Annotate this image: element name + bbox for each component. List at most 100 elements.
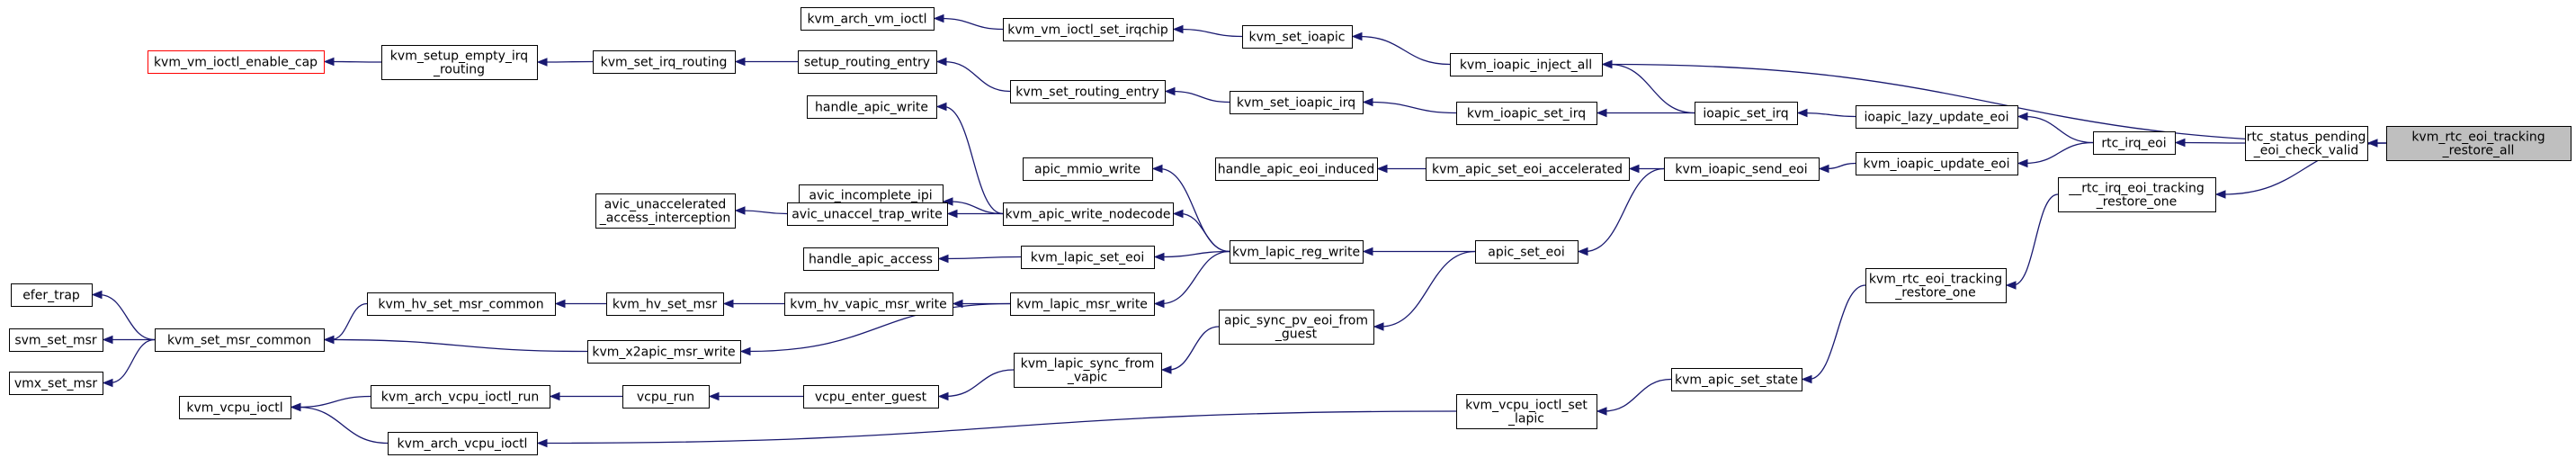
node-box bbox=[803, 247, 939, 271]
node-kvm-arch-vm-ioctl[interactable]: kvm_arch_vm_ioctl bbox=[801, 7, 935, 31]
node-label: ioapic_set_irq bbox=[1703, 107, 1788, 121]
arrowhead-icon bbox=[1164, 86, 1176, 96]
node-kvm-hv-vapic-msr-write[interactable]: kvm_hv_vapic_msr_write bbox=[784, 292, 953, 316]
node-kvm-apic-set-state[interactable]: kvm_apic_set_state bbox=[1671, 368, 1802, 391]
node-label: kvm_hv_set_msr bbox=[613, 298, 718, 312]
node-box bbox=[1426, 157, 1630, 181]
arrowhead-icon bbox=[1172, 209, 1184, 219]
node-label: kvm_ioapic_update_eoi bbox=[1864, 157, 2010, 172]
node-kvm-set-msr-common[interactable]: kvm_set_msr_common bbox=[155, 328, 325, 352]
edge-line bbox=[1171, 90, 1230, 103]
edge-line bbox=[1369, 101, 1457, 114]
node-apic-mmio-write[interactable]: apic_mmio_write bbox=[1023, 157, 1153, 181]
node-label: handle_apic_write bbox=[815, 101, 928, 115]
node-rtc-irq-eoi-tracking[interactable]: __rtc_irq_eoi_tracking_restore_one bbox=[2058, 177, 2216, 212]
node-kvm-ioapic-inject-all[interactable]: kvm_ioapic_inject_all bbox=[1450, 53, 1603, 76]
node-label: __rtc_irq_eoi_tracking bbox=[2068, 182, 2205, 196]
edge-line bbox=[944, 256, 1022, 260]
node-kvm-arch-vcpu-ioctl[interactable]: kvm_arch_vcpu_ioctl bbox=[388, 432, 538, 455]
node-kvm-setup-empty-irq-routing[interactable]: kvm_setup_empty_irq_routing bbox=[381, 45, 538, 80]
edge-line bbox=[1584, 167, 1665, 253]
edge-line bbox=[297, 406, 389, 445]
node-ioapic-lazy-update-eoi[interactable]: ioapic_lazy_update_eoi bbox=[1856, 105, 2018, 129]
arrowhead-icon bbox=[290, 402, 301, 412]
arrowhead-icon bbox=[323, 57, 335, 67]
node-box bbox=[1856, 105, 2018, 129]
node-box bbox=[155, 328, 325, 352]
arrowhead-icon bbox=[2214, 190, 2226, 199]
node-apic-set-eoi[interactable]: apic_set_eoi bbox=[1475, 240, 1579, 264]
node-kvm-vcpu-ioctl-set-lapic[interactable]: kvm_vcpu_ioctl_set_lapic bbox=[1456, 394, 1597, 429]
arrowhead-icon bbox=[1160, 365, 1172, 374]
node-avic-unaccel-trap-write[interactable]: avic_unaccel_trap_write bbox=[787, 202, 948, 226]
node-kvm-ioapic-send-eoi[interactable]: kvm_ioapic_send_eoi bbox=[1664, 157, 1820, 181]
node-box bbox=[798, 50, 937, 74]
edge-kvm-vm-ioctl-set-irqchip-to-kvm-set-ioapic bbox=[1172, 24, 1243, 38]
node-label: kvm_rtc_eoi_tracking bbox=[1869, 273, 2002, 287]
node-vmx-set-msr[interactable]: vmx_set_msr bbox=[9, 372, 103, 395]
edge-kvm-ioapic-update-eoi-to-rtc-irq-eoi bbox=[2017, 141, 2094, 168]
node-kvm-set-ioapic-irq[interactable]: kvm_set_ioapic_irq bbox=[1230, 91, 1364, 114]
arrowhead-icon bbox=[1577, 247, 1588, 256]
node-kvm-ioapic-update-eoi[interactable]: kvm_ioapic_update_eoi bbox=[1856, 152, 2018, 175]
node-vcpu-enter-guest[interactable]: vcpu_enter_guest bbox=[803, 385, 939, 409]
node-box bbox=[784, 292, 953, 316]
edge-handle-apic-write-to-kvm-apic-write-nodecode bbox=[935, 102, 1004, 215]
node-label: kvm_set_routing_entry bbox=[1015, 85, 1158, 100]
node-box bbox=[1219, 310, 1374, 345]
arrowhead-icon bbox=[1153, 299, 1165, 309]
node-label: kvm_lapic_sync_from bbox=[1021, 357, 1155, 372]
arrowhead-icon bbox=[2005, 281, 2017, 290]
node-box bbox=[367, 292, 556, 316]
node-handle-apic-write[interactable]: handle_apic_write bbox=[807, 95, 937, 119]
node-root[interactable]: kvm_rtc_eoi_tracking_restore_all bbox=[2386, 126, 2572, 161]
node-apic-sync-pv-eoi-from-guest[interactable]: apic_sync_pv_eoi_from_guest bbox=[1219, 310, 1374, 345]
node-kvm-apic-set-eoi-accelerated[interactable]: kvm_apic_set_eoi_accelerated bbox=[1426, 157, 1630, 181]
edge-kvm-lapic-reg-write-to-apic-set-eoi bbox=[1362, 247, 1476, 256]
node-box bbox=[1475, 240, 1579, 264]
arrowhead-icon bbox=[937, 254, 949, 264]
node-kvm-apic-write-nodecode[interactable]: kvm_apic_write_nodecode bbox=[1003, 202, 1174, 226]
node-kvm-ioapic-set-irq[interactable]: kvm_ioapic_set_irq bbox=[1456, 102, 1597, 125]
node-kvm-x2apic-msr-write[interactable]: kvm_x2apic_msr_write bbox=[587, 340, 741, 364]
node-kvm-lapic-sync-from-vapic[interactable]: kvm_lapic_sync_from_vapic bbox=[1014, 353, 1162, 388]
edge-line bbox=[1160, 250, 1230, 258]
arrowhead-icon bbox=[935, 102, 947, 112]
edge-kvm-vcpu-ioctl-to-kvm-arch-vcpu-ioctl-run bbox=[290, 395, 371, 412]
node-vcpu-run[interactable]: vcpu_run bbox=[622, 385, 710, 409]
node-handle-apic-eoi-induced[interactable]: handle_apic_eoi_induced bbox=[1215, 157, 1378, 181]
edge-kvm-vm-ioctl-enable-cap-to-kvm-setup-empty-irq-routing bbox=[323, 57, 382, 67]
node-kvm-lapic-set-eoi[interactable]: kvm_lapic_set_eoi bbox=[1021, 246, 1155, 269]
arrowhead-icon bbox=[1362, 97, 1373, 107]
node-avic-unaccelerated-access-interception[interactable]: avic_unaccelerated_access_interception bbox=[595, 193, 736, 229]
node-kvm-lapic-reg-write[interactable]: kvm_lapic_reg_write bbox=[1230, 240, 1364, 264]
node-kvm-vm-ioctl-set-irqchip[interactable]: kvm_vm_ioctl_set_irqchip bbox=[1003, 18, 1174, 41]
node-kvm-set-ioapic[interactable]: kvm_set_ioapic bbox=[1242, 25, 1353, 49]
node-kvm-hv-set-msr-common[interactable]: kvm_hv_set_msr_common bbox=[367, 292, 556, 316]
node-kvm-vm-ioctl-enable-cap[interactable]: kvm_vm_ioctl_enable_cap bbox=[148, 50, 325, 74]
node-kvm-set-routing-entry[interactable]: kvm_set_routing_entry bbox=[1010, 80, 1166, 103]
node-ioapic-set-irq[interactable]: ioapic_set_irq bbox=[1695, 102, 1798, 125]
node-kvm-rtc-eoi-tracking-restore-one[interactable]: kvm_rtc_eoi_tracking_restore_one bbox=[1865, 268, 2007, 303]
node-box bbox=[1671, 368, 1802, 391]
edge-line bbox=[1608, 63, 1695, 114]
node-rtc-irq-eoi[interactable]: rtc_irq_eoi bbox=[2093, 131, 2176, 155]
node-kvm-lapic-msr-write[interactable]: kvm_lapic_msr_write bbox=[1010, 292, 1155, 316]
node-kvm-hv-set-msr[interactable]: kvm_hv_set_msr bbox=[606, 292, 724, 316]
node-setup-routing-entry[interactable]: setup_routing_entry bbox=[798, 50, 937, 74]
node-svm-set-msr[interactable]: svm_set_msr bbox=[9, 328, 103, 352]
edge-line bbox=[747, 302, 1011, 353]
arrowhead-icon bbox=[937, 391, 949, 401]
edge-kvm-rtc-eoi-tracking-restore-one-to-rtc-irq-eoi-tracking bbox=[2005, 193, 2059, 290]
node-efer-trap[interactable]: efer_trap bbox=[11, 283, 93, 307]
node-label: avic_unaccelerated bbox=[604, 198, 727, 212]
node-box bbox=[606, 292, 724, 316]
node-rtc-status-pending[interactable]: rtc_status_pending_eoi_check_valid bbox=[2245, 126, 2368, 161]
node-kvm-set-irq-routing[interactable]: kvm_set_irq_routing bbox=[593, 50, 736, 74]
node-handle-apic-access[interactable]: handle_apic_access bbox=[803, 247, 939, 271]
node-label: kvm_apic_set_state bbox=[1675, 373, 1798, 388]
node-box bbox=[1021, 246, 1155, 269]
node-label: apic_set_eoi bbox=[1488, 246, 1565, 260]
node-kvm-vcpu-ioctl[interactable]: kvm_vcpu_ioctl bbox=[179, 396, 291, 419]
node-kvm-arch-vcpu-ioctl-run[interactable]: kvm_arch_vcpu_ioctl_run bbox=[371, 385, 550, 409]
